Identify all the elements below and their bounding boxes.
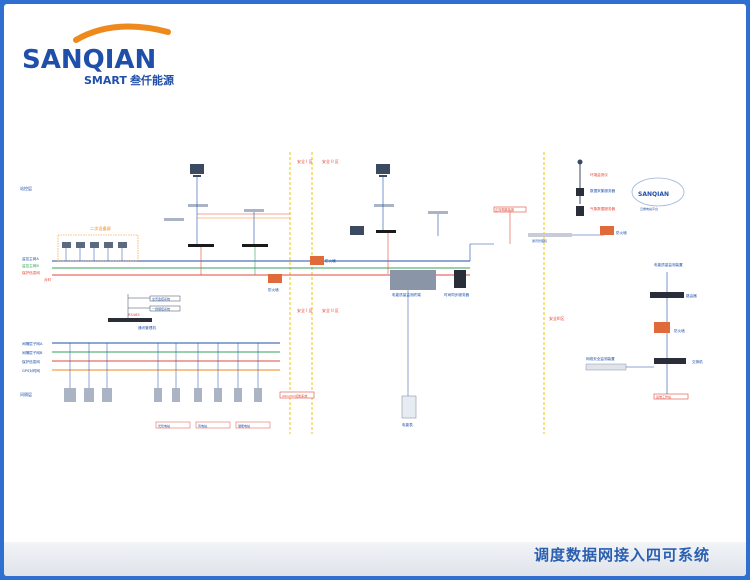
zone-label-safe2b: 安全 II 区 xyxy=(322,307,339,313)
two-prot-devices xyxy=(62,242,127,261)
iso-device-label: 正向隔离装置 xyxy=(495,207,514,212)
bus-label-b: 监控主网B xyxy=(22,263,39,268)
level-bay: 间隔层 xyxy=(20,391,32,397)
level-station: 站控层 xyxy=(20,185,32,191)
network-diagram: 安全 I 区 安全 II 区 安全 I 区 安全 II 区 安全III区 站控层… xyxy=(20,152,703,434)
server-tower-label: 时间同步服务器 xyxy=(444,292,470,297)
safety-device-label: 网络安全监测装置 xyxy=(586,356,615,361)
logo-sub-cn: 叁仟能源 xyxy=(129,73,174,87)
two-prot-title: 二次设备屏 xyxy=(90,225,111,232)
zone-label-safe3: 安全III区 xyxy=(549,315,565,321)
bay-drops xyxy=(69,343,259,388)
switch-icon xyxy=(654,358,686,364)
bay-label-4: GPS对时网 xyxy=(22,368,40,373)
h5-box xyxy=(235,421,271,429)
two-prot-box xyxy=(57,234,139,262)
collector-bar-label: 通讯管理机 xyxy=(532,238,547,243)
agc-label: AGC/AVC控制系统 xyxy=(282,393,307,398)
server-rack xyxy=(390,270,436,290)
env-label: 环境监测仪 xyxy=(590,172,608,177)
power-quality-label: 电能质量监测装置 xyxy=(654,262,683,267)
page-title: 调度数据网接入四可系统 xyxy=(533,546,710,564)
cloud-icon xyxy=(631,177,685,207)
collector-bar xyxy=(528,233,572,237)
h3-label: 光伏电站 xyxy=(158,423,170,428)
weather-label: 气象数据服务器 xyxy=(590,206,616,211)
collector-label: 数据采集服务器 xyxy=(590,188,616,193)
switch-label: 交换机 xyxy=(692,359,703,364)
bay-devices xyxy=(64,388,262,402)
h5-label: 储能电站 xyxy=(238,423,250,428)
h4-label: 风电站 xyxy=(198,423,207,428)
h2-label: 一键顺控系统 xyxy=(152,306,170,311)
h2-box xyxy=(149,305,181,312)
ops-box xyxy=(653,393,689,400)
bus-label-protect: 保护信息网 xyxy=(22,270,40,275)
safety-device xyxy=(585,363,627,371)
bus-label-a: 监控主网A xyxy=(22,256,39,261)
firewall-label-3: 防火墙 xyxy=(616,230,627,235)
bay-label-1: 间隔层子网A xyxy=(22,341,43,346)
rs485-bar xyxy=(108,318,152,322)
company-logo: SANQIAN SMART 叁仟能源 xyxy=(22,23,174,87)
comm-manager-label: 通讯管理机 xyxy=(138,325,156,330)
zone-label-safe1: 安全 I 区 xyxy=(297,158,313,164)
diagram-frame: SANQIAN SMART 叁仟能源 安全 I 区 安全 II 区 安全 I 区… xyxy=(4,4,746,576)
cloud-label: 云端电站平台 xyxy=(640,206,658,211)
firewall-label-1: 防火墙 xyxy=(325,258,336,263)
cloud-word: SANQIAN xyxy=(638,191,669,198)
bay-label-3: 保护信息网 xyxy=(22,359,40,364)
agc-box xyxy=(279,391,315,399)
zone-label-safe2: 安全 II 区 xyxy=(322,158,339,164)
bay-label-2: 间隔层子网B xyxy=(22,350,43,355)
bus-label-sync: 对时 xyxy=(44,277,52,282)
server-rack-label: 电能质量监测终端 xyxy=(392,292,421,297)
station-left-group xyxy=(164,164,290,275)
logo-sub-en: SMART xyxy=(84,74,127,87)
ops-label: 运维工作站 xyxy=(656,394,671,399)
firewall-icon xyxy=(268,226,670,333)
zone-label-safe1b: 安全 I 区 xyxy=(297,307,313,313)
rs485-label: RS485 xyxy=(128,313,140,317)
server-tower xyxy=(454,270,466,288)
router-label: 路由器 xyxy=(686,293,697,298)
firewall-label-2: 防火墙 xyxy=(268,287,279,292)
h1-label: 全景监控系统 xyxy=(152,296,170,301)
station-mid-group xyxy=(350,164,448,274)
meter-icon xyxy=(401,395,417,419)
environment-monitor xyxy=(576,159,584,216)
meter-label: 电能表 xyxy=(402,422,413,427)
bottom-band xyxy=(4,542,746,576)
h3-box xyxy=(155,421,191,429)
h4-box xyxy=(195,421,231,429)
h1-box xyxy=(149,295,181,302)
router-icon xyxy=(650,292,684,298)
firewall-label-4: 防火墙 xyxy=(674,328,685,333)
logo-wordmark: SANQIAN xyxy=(22,45,156,75)
